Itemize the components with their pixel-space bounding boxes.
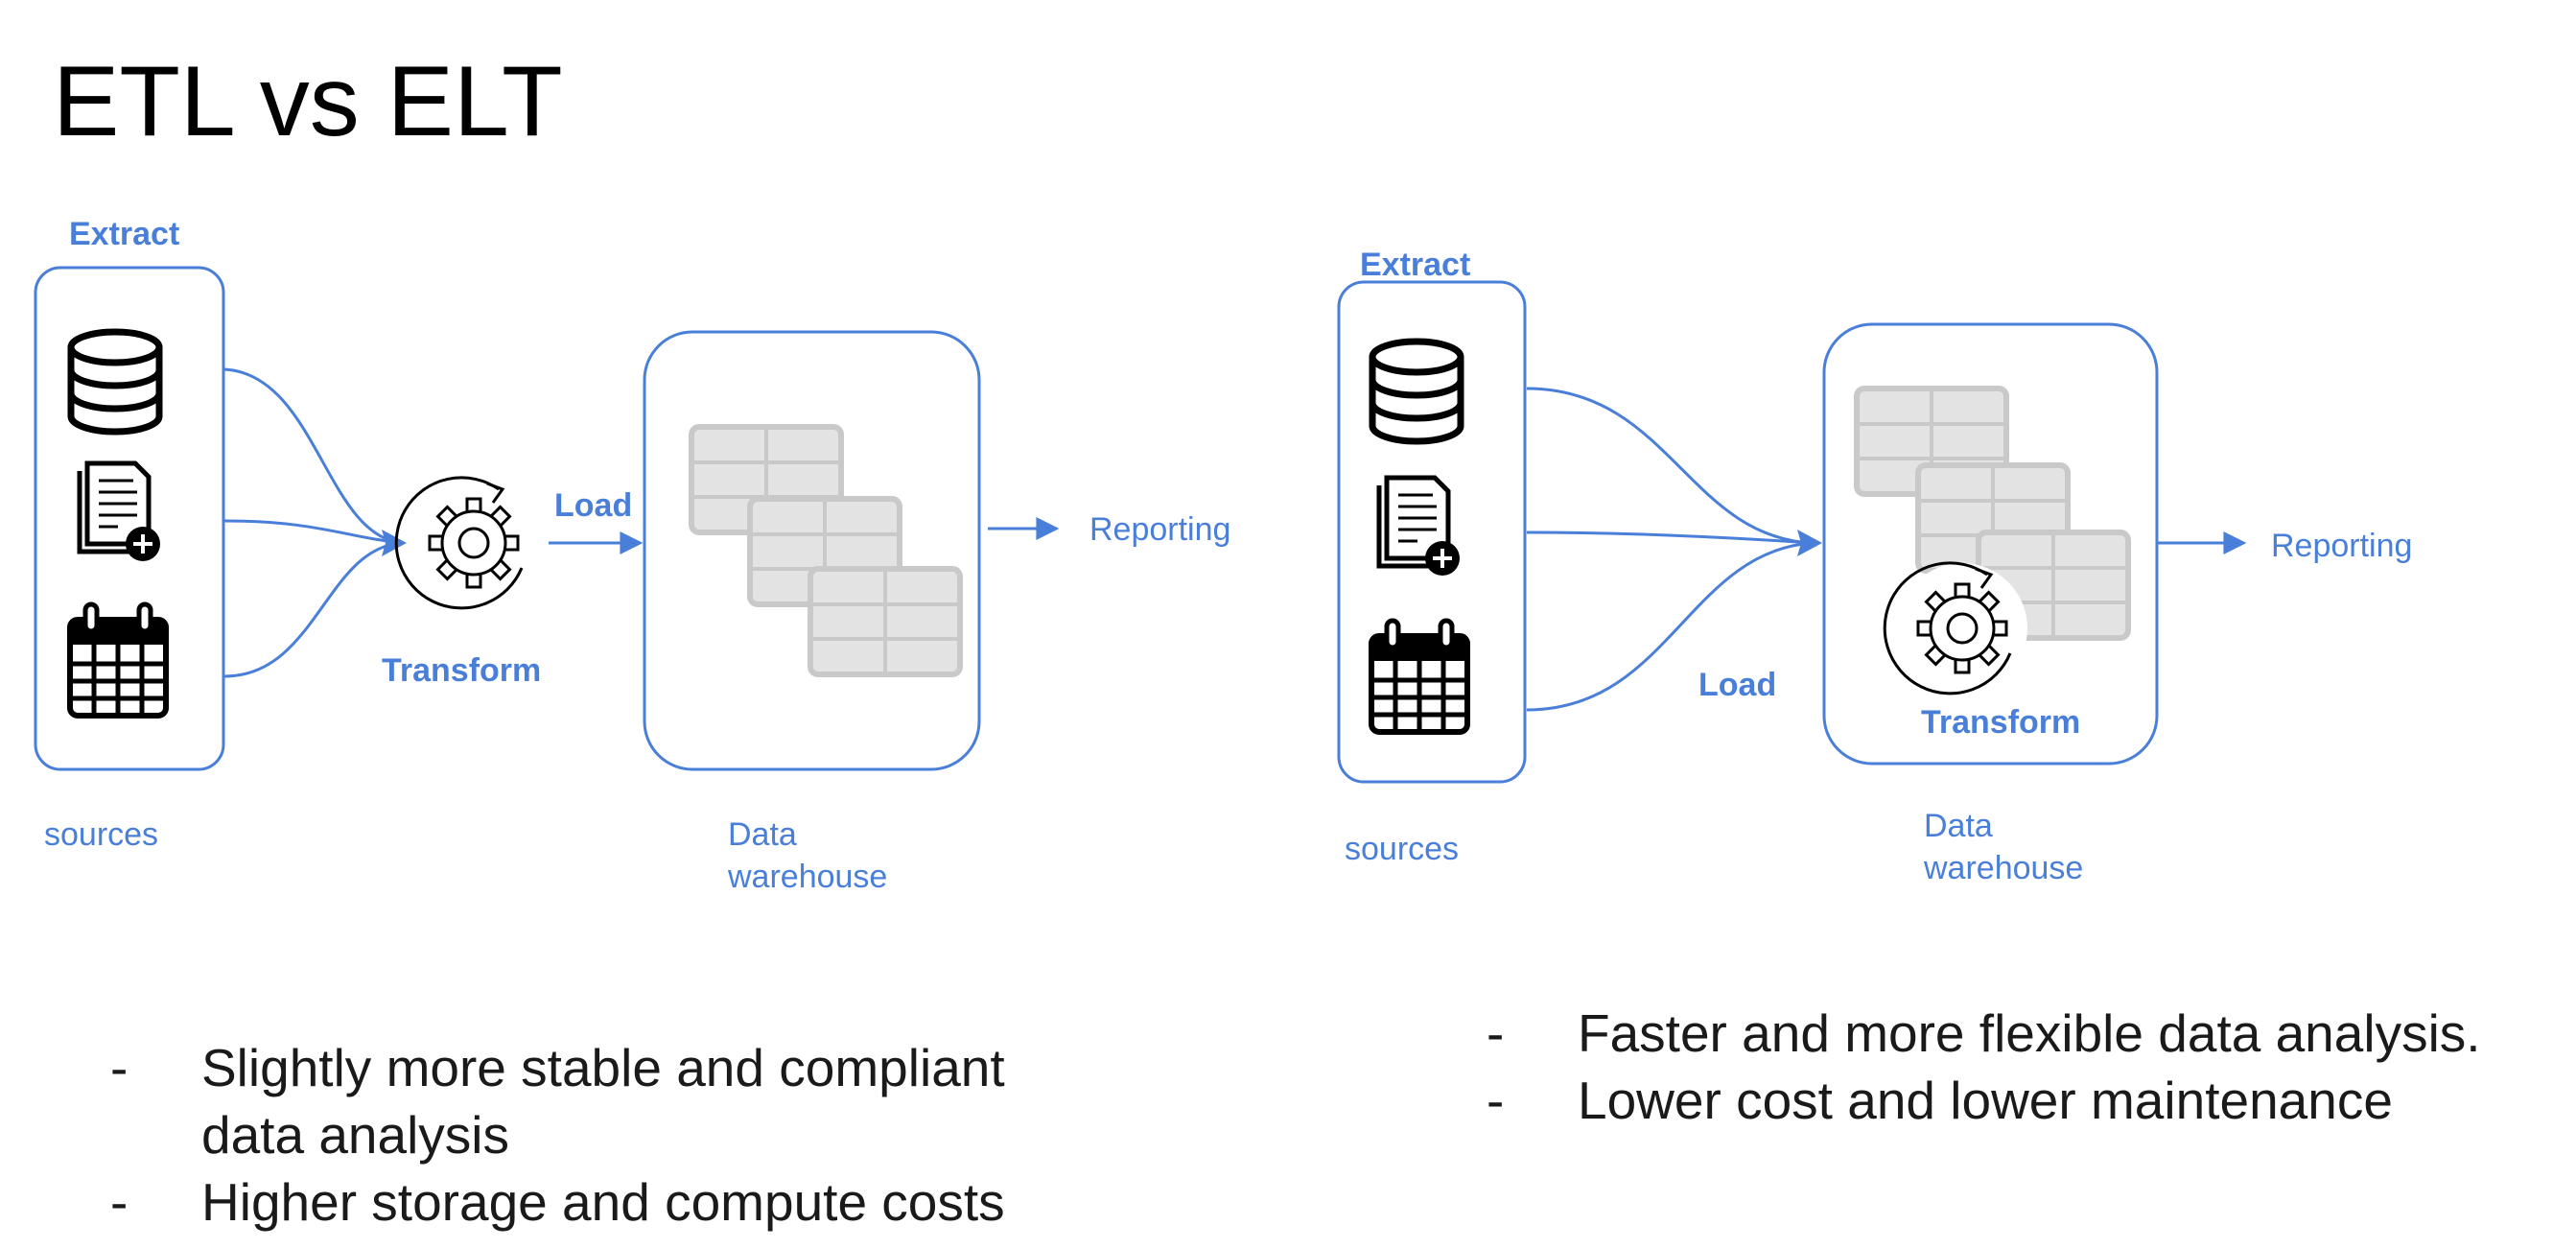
etl-sources-label: sources bbox=[44, 816, 158, 853]
etl-extract-curve-bottom bbox=[223, 541, 404, 678]
calendar-icon bbox=[1371, 621, 1467, 732]
etl-extract-curve-middle bbox=[223, 519, 404, 545]
database-icon bbox=[71, 332, 159, 432]
elt-transform-label: Transform bbox=[1921, 704, 2080, 741]
etl-reporting-label: Reporting bbox=[1089, 511, 1230, 548]
etl-bullet-list: Slightly more stable and compliant data … bbox=[110, 1034, 1069, 1236]
etl-extract-curve-top bbox=[223, 367, 404, 545]
etl-transform-arrowhead bbox=[382, 530, 407, 556]
etl-extract-label: Extract bbox=[69, 216, 179, 252]
elt-load-curve-middle bbox=[1526, 530, 1814, 545]
elt-reporting-label: Reporting bbox=[2271, 528, 2412, 564]
gear-cycle-icon bbox=[1883, 561, 2027, 695]
calendar-icon bbox=[70, 604, 166, 716]
gear-cycle-icon bbox=[394, 476, 524, 610]
document-add-icon bbox=[1379, 478, 1460, 576]
etl-warehouse-label-line1: Data bbox=[728, 816, 797, 853]
elt-sources-label: sources bbox=[1345, 831, 1459, 867]
table-grid-icon bbox=[691, 427, 960, 674]
elt-load-curve-top bbox=[1526, 387, 1814, 545]
list-item: Lower cost and lower maintenance bbox=[1487, 1067, 2494, 1134]
elt-bullet-list: Faster and more flexible data analysis. … bbox=[1487, 1000, 2494, 1134]
list-item: Slightly more stable and compliant data … bbox=[110, 1034, 1069, 1168]
etl-warehouse-box bbox=[643, 330, 981, 771]
elt-sources-box bbox=[1337, 280, 1527, 784]
elt-load-label: Load bbox=[1698, 667, 1776, 703]
elt-warehouse-box bbox=[1822, 322, 2159, 766]
etl-load-label: Load bbox=[554, 487, 632, 524]
document-add-icon bbox=[80, 463, 160, 561]
elt-extract-label: Extract bbox=[1360, 247, 1470, 283]
etl-sources-box bbox=[34, 266, 225, 771]
elt-load-arrowhead bbox=[1797, 530, 1822, 556]
elt-warehouse-label-line1: Data bbox=[1924, 808, 1993, 844]
page-title: ETL vs ELT bbox=[53, 46, 563, 157]
etl-warehouse-label-line2: warehouse bbox=[727, 859, 887, 895]
list-item: Faster and more flexible data analysis. bbox=[1487, 1000, 2494, 1067]
etl-transform-label: Transform bbox=[382, 652, 541, 689]
elt-load-curve-bottom bbox=[1526, 541, 1814, 712]
elt-warehouse-label-line2: warehouse bbox=[1923, 850, 2083, 886]
list-item: Higher storage and compute costs bbox=[110, 1168, 1069, 1236]
database-icon bbox=[1372, 342, 1461, 441]
